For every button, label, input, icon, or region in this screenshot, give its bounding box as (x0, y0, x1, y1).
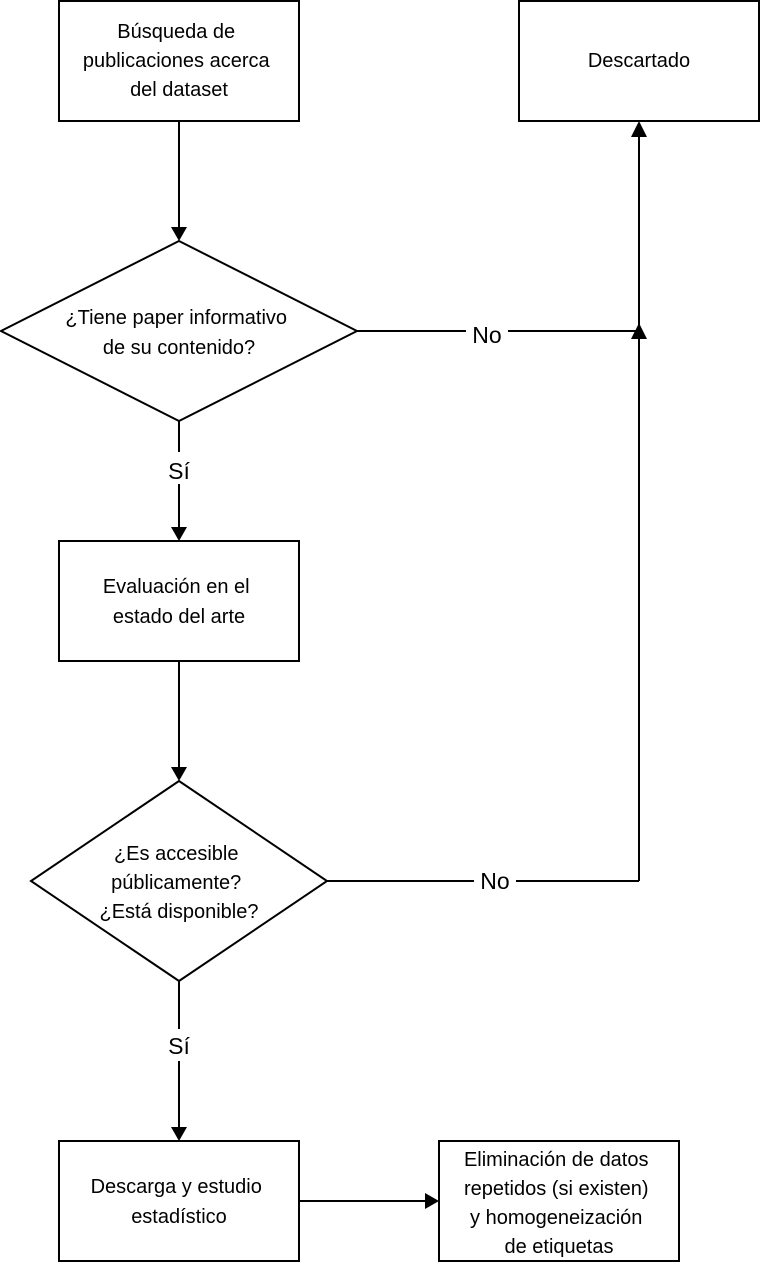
edge-label-yes-1: Sí (168, 458, 190, 484)
edge-label-no-1: No (472, 322, 501, 348)
node-download-line-1: Descarga y estudio (91, 1176, 262, 1198)
node-discarded: Descartado (518, 0, 760, 122)
arrowhead (171, 227, 187, 241)
node-accessible-line-3: ¿Está disponible? (100, 901, 259, 923)
node-cleanup: Eliminación de datos repetidos (si exist… (438, 1140, 680, 1262)
arrowhead (171, 1127, 187, 1141)
node-has-paper-line-2: de su contenido? (103, 337, 255, 359)
node-search-line-3: del dataset (130, 79, 228, 101)
svg-text:Evaluación en el estado: Evaluación en el estado del arte (103, 576, 255, 628)
svg-text:¿Tiene paper informativo: ¿Tiene paper informativo de su contenido… (65, 307, 292, 359)
node-download-line-2: estadístico (131, 1206, 227, 1228)
node-cleanup-line-2: repetidos (si existen) (464, 1178, 649, 1200)
node-cleanup-line-4: de etiquetas (505, 1236, 614, 1258)
node-cleanup-line-3: y homogeneización (470, 1207, 642, 1229)
node-search: Búsqueda de publicaciones acerca del dat… (58, 0, 300, 122)
arrowhead (631, 121, 647, 137)
edge-label-no-2: No (480, 868, 509, 894)
node-download: Descarga y estudio estadístico (58, 1140, 300, 1262)
svg-text:Descarga y estudio estad: Descarga y estudio estadístico (91, 1176, 268, 1228)
node-evaluation: Evaluación en el estado del arte (58, 540, 300, 662)
arrowhead (425, 1193, 439, 1209)
arrowhead (631, 323, 647, 339)
svg-text:Descartado: Descartado (588, 50, 690, 72)
node-accessible-line-2: públicamente? (111, 872, 241, 894)
svg-text:¿Es accesible públicamen: ¿Es accesible públicamente? ¿Está dispon… (100, 843, 259, 923)
edges (171, 121, 647, 1209)
node-search-line-1: Búsqueda de (117, 21, 235, 43)
node-cleanup-line-1: Eliminación de datos (464, 1149, 649, 1171)
node-discarded-line-1: Descartado (588, 50, 690, 72)
node-has-paper-decision: ¿Tiene paper informativo de su contenido… (0, 239, 360, 423)
node-has-paper-line-1: ¿Tiene paper informativo (65, 307, 287, 329)
edge-labels: No Sí No Sí (163, 318, 516, 1061)
node-evaluation-line-1: Evaluación en el (103, 576, 250, 598)
node-accessible-line-1: ¿Es accesible (114, 843, 239, 865)
node-search-line-2: publicaciones acerca (83, 50, 271, 72)
node-evaluation-line-2: estado del arte (113, 606, 245, 628)
svg-text:Eliminación de datos rep: Eliminación de datos repetidos (si exist… (464, 1149, 654, 1258)
svg-text:Búsqueda de publicacione: Búsqueda de publicaciones acerca del dat… (83, 21, 275, 101)
node-accessible-decision: ¿Es accesible públicamente? ¿Está dispon… (29, 779, 329, 983)
arrowhead (171, 767, 187, 781)
arrowhead (171, 527, 187, 541)
edge-label-yes-2: Sí (168, 1033, 190, 1059)
